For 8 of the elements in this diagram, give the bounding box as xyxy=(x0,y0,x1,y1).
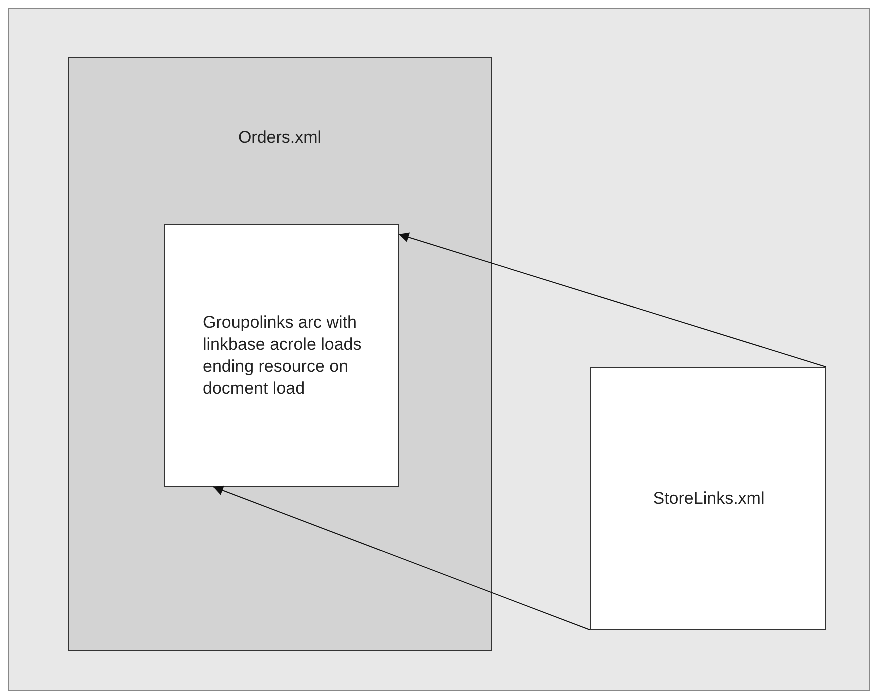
file-name: Orders.xml xyxy=(238,128,322,148)
arrow xyxy=(398,232,826,368)
file-box xyxy=(590,367,826,630)
file-box xyxy=(164,224,399,487)
file-container xyxy=(68,57,492,651)
box-text: Groupolinks arc with linkbase acrole loads ending resource on docment load xyxy=(202,312,363,400)
arrow xyxy=(212,486,590,630)
box-text: StoreLinks.xml xyxy=(652,488,766,510)
